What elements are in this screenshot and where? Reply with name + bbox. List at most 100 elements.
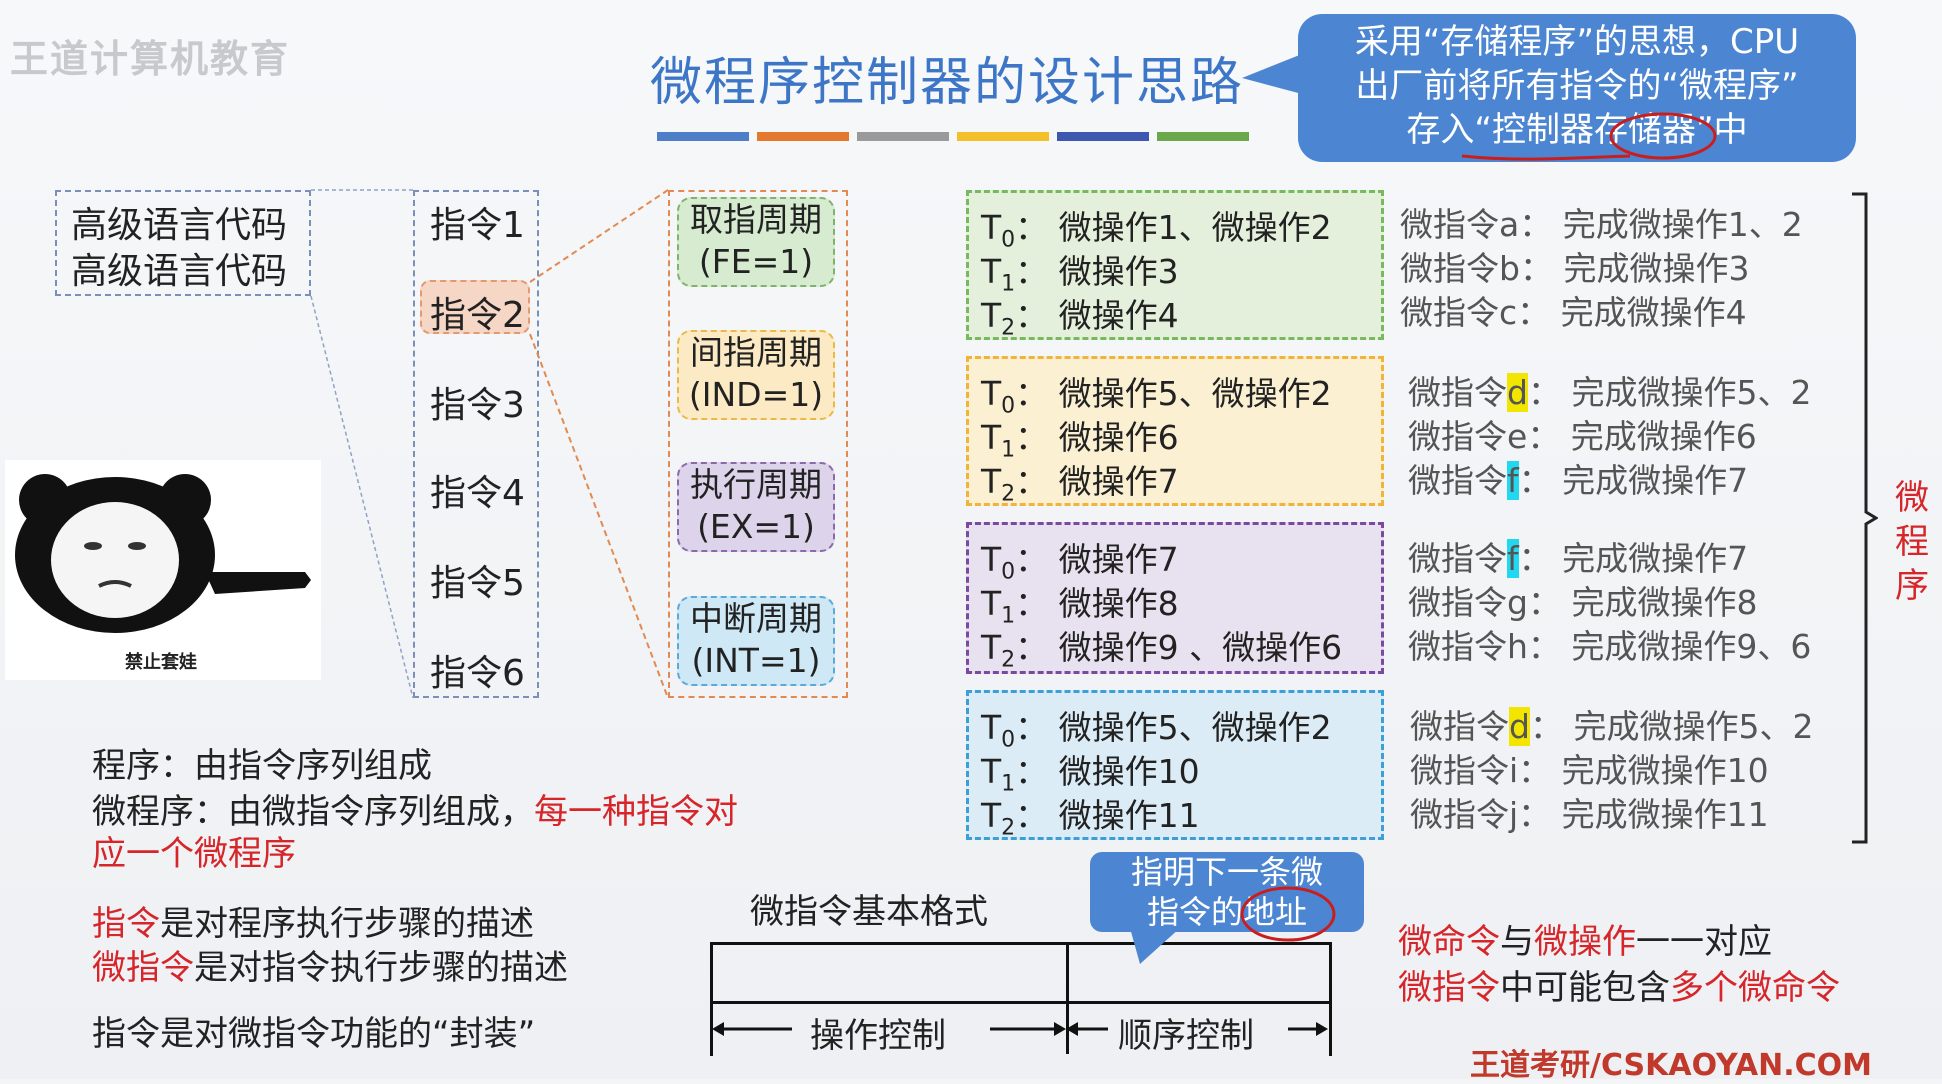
microop-text: 微操作6 (1059, 418, 1179, 457)
panda-face-icon (5, 460, 321, 680)
time-index: 2 (1001, 648, 1015, 673)
microop-row: T2： 微操作11 (981, 789, 1200, 841)
mi-desc: ： 完成微操作7 (1519, 539, 1749, 578)
microop-group-execute: T0： 微操作7 T1： 微操作8 T2： 微操作9 、微操作6 (966, 522, 1384, 674)
cycle-flag: (INT=1) (679, 640, 833, 682)
microop-group-fetch: T0： 微操作1、微操作2 T1： 微操作3 T2： 微操作4 (966, 190, 1384, 340)
mi-desc: ： 完成微操作6 (1527, 417, 1757, 456)
mi-id: f (1507, 539, 1519, 578)
mi-desc: ： 完成微操作9、6 (1528, 627, 1811, 666)
rule-1: 微命令与微操作一一对应 (1398, 914, 1772, 963)
time-index: 2 (1001, 482, 1015, 507)
rule-red: 多个微命令 (1670, 968, 1840, 1008)
note-desc-red: 微指令 (92, 948, 194, 988)
microop-group-interrupt: T0： 微操作5、微操作2 T1： 微操作10 T2： 微操作11 (966, 690, 1384, 840)
microinstruction-line: 微指令b： 完成微操作3 (1400, 242, 1749, 290)
microinstruction-line: 微指令h： 完成微操作9、6 (1408, 620, 1811, 668)
rule-red: 微指令 (1398, 968, 1500, 1008)
mi-prefix: 微指令 (1410, 707, 1509, 746)
format-arrows (712, 1014, 1332, 1044)
mi-desc: ： 完成微操作8 (1528, 583, 1758, 622)
rule-text: 一一对应 (1636, 922, 1772, 962)
mi-desc: ： 完成微操作10 (1518, 751, 1768, 790)
note-desc-2: 微指令是对指令执行步骤的描述 (92, 940, 568, 989)
address-circle-mark (1236, 880, 1346, 950)
microinstruction-line: 微指令i： 完成微操作10 (1410, 744, 1769, 792)
microop-row: T2： 微操作9 、微操作6 (981, 621, 1342, 673)
microop-group-indirect: T0： 微操作5、微操作2 T1： 微操作6 T2： 微操作7 (966, 356, 1384, 506)
mi-prefix: 微指令 (1408, 461, 1507, 500)
microop-row: T2： 微操作7 (981, 455, 1179, 507)
microinstruction-line: 微指令d： 完成微操作5、2 (1408, 366, 1811, 414)
mi-id: i (1509, 751, 1518, 790)
format-table (710, 942, 1332, 1004)
rule-red: 微操作 (1534, 922, 1636, 962)
format-title: 微指令基本格式 (750, 884, 988, 933)
mi-desc: ： 完成微操作7 (1519, 461, 1749, 500)
time-index: 2 (1001, 316, 1015, 341)
time-label: T (981, 708, 1001, 747)
time-label: T (981, 796, 1001, 835)
footer-brand: 王道考研/CSKAOYAN.COM (1470, 1040, 1872, 1084)
rule-2: 微指令中可能包含多个微命令 (1398, 960, 1840, 1009)
note-desc-text: 是对程序执行步骤的描述 (160, 904, 534, 944)
mi-desc: ： 完成微操作3 (1520, 249, 1750, 288)
cycle-flag: (EX=1) (679, 506, 833, 548)
microop-text: 微操作5、微操作2 (1059, 708, 1332, 747)
mi-id: h (1507, 627, 1528, 666)
rule-text: 中可能包含 (1500, 968, 1670, 1008)
microinstruction-line: 微指令f： 完成微操作7 (1408, 454, 1748, 502)
panda-meme-image: 禁止套娃 (5, 460, 321, 680)
mi-prefix: 微指令 (1408, 539, 1507, 578)
cycle-flag: (IND=1) (679, 374, 833, 416)
cycle-name: 间指周期 (679, 332, 833, 374)
microop-text: 微操作5、微操作2 (1059, 374, 1332, 413)
microop-row: T2： 微操作4 (981, 289, 1179, 341)
cycle-name: 执行周期 (679, 464, 833, 506)
microop-text: 微操作11 (1059, 796, 1200, 835)
mi-desc: ： 完成微操作1、2 (1519, 205, 1802, 244)
time-label: T (981, 628, 1001, 667)
mi-id: j (1509, 795, 1518, 834)
cycle-flag: (FE=1) (679, 241, 833, 283)
mi-id: b (1499, 249, 1520, 288)
time-label: T (981, 462, 1001, 501)
mi-id: g (1507, 583, 1528, 622)
note-program: 程序：由指令序列组成 (92, 738, 432, 787)
cycle-execute: 执行周期 (EX=1) (677, 462, 835, 552)
mi-prefix: 微指令 (1400, 205, 1499, 244)
time-label: T (981, 208, 1001, 247)
microinstruction-line: 微指令e： 完成微操作6 (1408, 410, 1757, 458)
brace-label-char: 序 (1895, 558, 1929, 607)
microop-text: 微操作8 (1059, 584, 1179, 623)
time-label: T (981, 296, 1001, 335)
cycle-indirect: 间指周期 (IND=1) (677, 330, 835, 420)
mi-id: d (1509, 707, 1530, 746)
right-brace (1848, 192, 1878, 844)
mi-desc: ： 完成微操作11 (1518, 795, 1768, 834)
mi-prefix: 微指令 (1400, 293, 1499, 332)
note-desc-1: 指令是对程序执行步骤的描述 (92, 896, 534, 945)
note-microprogram-red: 每一种指令对 (534, 792, 738, 832)
mi-prefix: 微指令 (1408, 627, 1507, 666)
time-index: 2 (1001, 816, 1015, 841)
mi-id: c (1499, 293, 1517, 332)
microop-text: 微操作7 (1059, 540, 1179, 579)
mi-prefix: 微指令 (1408, 417, 1507, 456)
note-desc-3: 指令是对微指令功能的“封装” (92, 1006, 535, 1055)
mi-desc: ： 完成微操作5、2 (1530, 707, 1813, 746)
microinstruction-line: 微指令d： 完成微操作5、2 (1410, 700, 1813, 748)
note-desc-text: 是对指令执行步骤的描述 (194, 948, 568, 988)
mi-prefix: 微指令 (1410, 751, 1509, 790)
cycle-name: 取指周期 (679, 199, 833, 241)
microinstruction-line: 微指令f： 完成微操作7 (1408, 532, 1748, 580)
microinstruction-line: 微指令g： 完成微操作8 (1408, 576, 1757, 624)
mi-desc: ： 完成微操作5、2 (1528, 373, 1811, 412)
microop-text: 微操作7 (1059, 462, 1179, 501)
mi-id: a (1499, 205, 1519, 244)
mi-id: e (1507, 417, 1527, 456)
mi-id: f (1507, 461, 1519, 500)
microinstruction-line: 微指令j： 完成微操作11 (1410, 788, 1769, 836)
mi-prefix: 微指令 (1400, 249, 1499, 288)
